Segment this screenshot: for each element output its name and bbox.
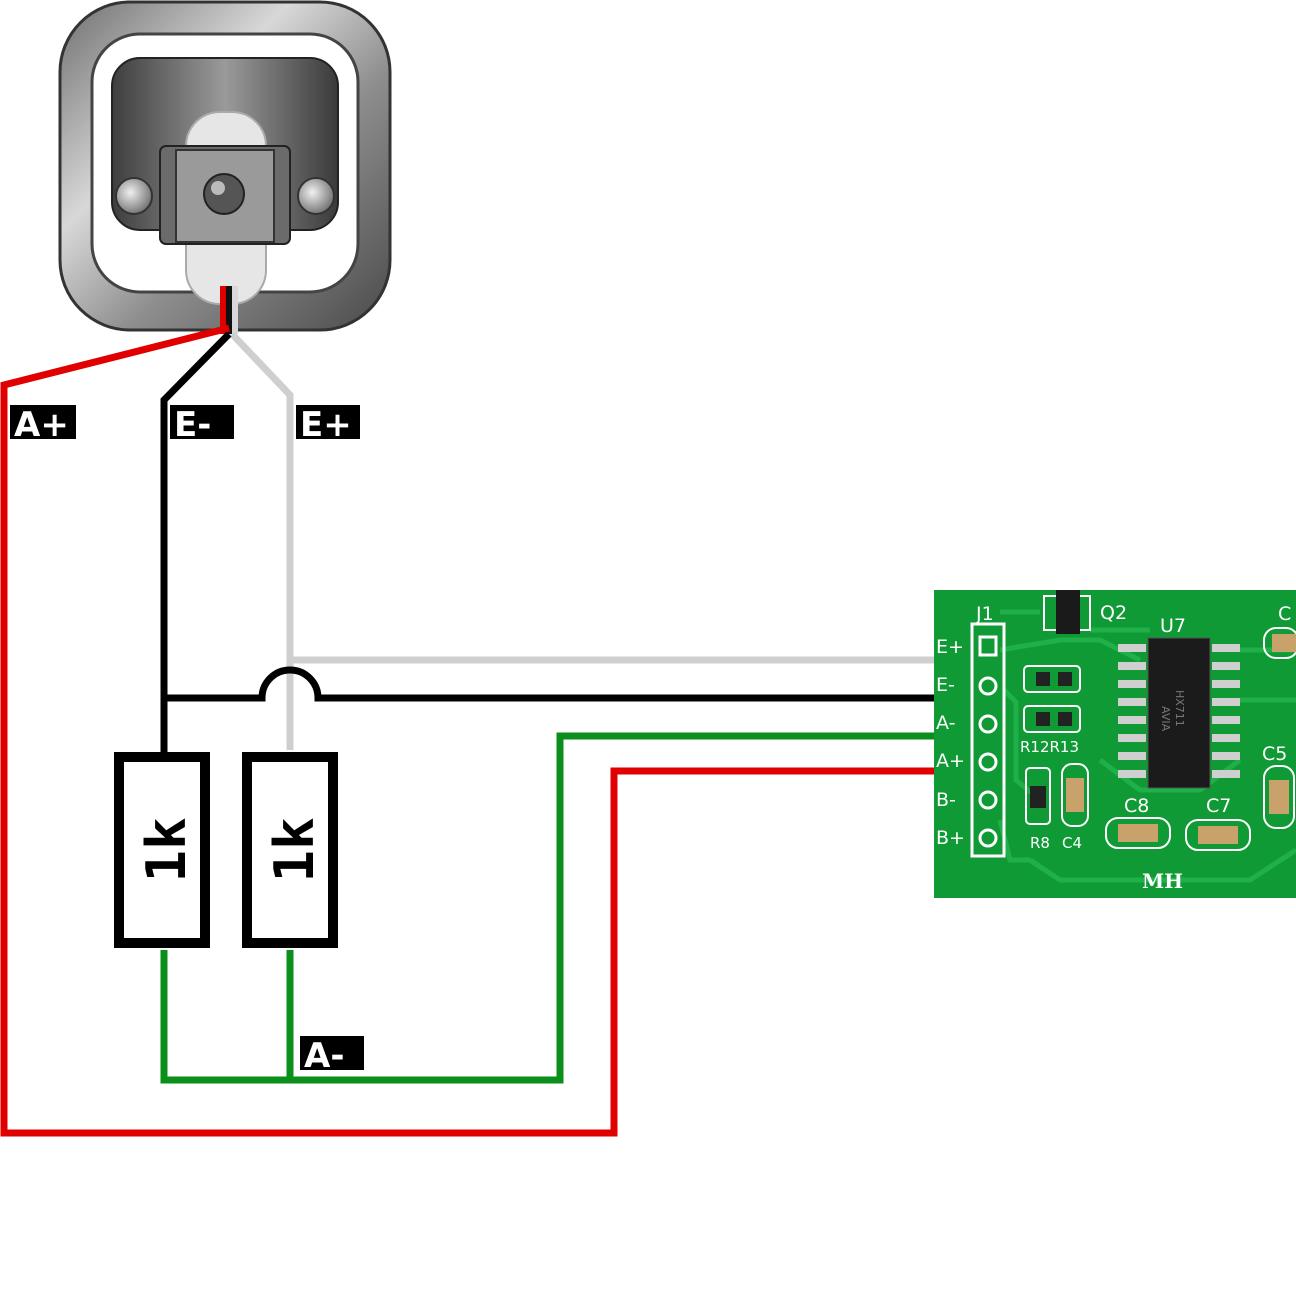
resistor-2-label: 1k xyxy=(263,817,326,882)
c-capacitor-edge: C xyxy=(1263,603,1296,659)
svg-text:HX711: HX711 xyxy=(1173,690,1186,727)
svg-text:E-: E- xyxy=(174,405,211,445)
svg-text:C8: C8 xyxy=(1124,795,1149,817)
board-brand: MH xyxy=(1142,869,1183,893)
c7-capacitor: C7 xyxy=(1185,795,1251,851)
u7-ic: U7 HX711 AVIA xyxy=(1118,615,1240,789)
pin-a-plus: A+ xyxy=(936,750,965,772)
resistor-1-label: 1k xyxy=(135,817,198,882)
label-a-minus: A- xyxy=(300,1036,364,1076)
label-e-plus: E+ xyxy=(296,405,360,445)
pin-e-minus: E- xyxy=(936,674,955,696)
r12-r13: R12R13 xyxy=(1020,665,1081,756)
svg-text:R12R13: R12R13 xyxy=(1020,738,1079,756)
q2-transistor: Q2 xyxy=(1043,590,1127,634)
svg-text:C5: C5 xyxy=(1262,743,1287,765)
load-cell xyxy=(58,0,392,334)
pin-e-plus: E+ xyxy=(936,636,964,658)
pin-b-minus: B- xyxy=(936,789,956,811)
svg-text:C: C xyxy=(1278,603,1291,625)
j1-pads xyxy=(978,635,998,848)
svg-text:U7: U7 xyxy=(1160,615,1186,637)
svg-text:A+: A+ xyxy=(14,405,69,445)
wire-e-plus-to-board xyxy=(290,646,1001,664)
pin-b-plus: B+ xyxy=(936,827,965,849)
c5-capacitor: C5 xyxy=(1262,743,1295,829)
svg-text:A-: A- xyxy=(304,1036,344,1076)
svg-text:C4: C4 xyxy=(1062,834,1082,852)
label-e-minus: E- xyxy=(170,405,234,445)
j1-header xyxy=(970,622,1006,858)
wire-e-plus-top xyxy=(229,331,294,750)
svg-text:AVIA: AVIA xyxy=(1159,706,1172,732)
svg-text:E+: E+ xyxy=(300,405,352,445)
j1-label: J1 xyxy=(975,603,994,625)
svg-text:R8: R8 xyxy=(1030,834,1050,852)
resistor-2: 1k xyxy=(242,752,338,948)
hx711-board: J1 E+ E- A- A+ B- B+ Q2 U7 xyxy=(934,590,1296,898)
r8-c4: R8 C4 xyxy=(1025,763,1089,852)
wire-a-plus xyxy=(0,324,996,1137)
resistor-1: 1k xyxy=(114,752,210,948)
wire-e-minus-top xyxy=(160,331,232,752)
svg-text:C7: C7 xyxy=(1206,795,1231,817)
pin-a-minus: A- xyxy=(936,712,955,734)
c8-capacitor: C8 xyxy=(1105,795,1171,849)
wire-e-minus-to-board xyxy=(164,666,999,702)
svg-text:Q2: Q2 xyxy=(1100,602,1127,624)
label-a-plus: A+ xyxy=(10,405,76,445)
